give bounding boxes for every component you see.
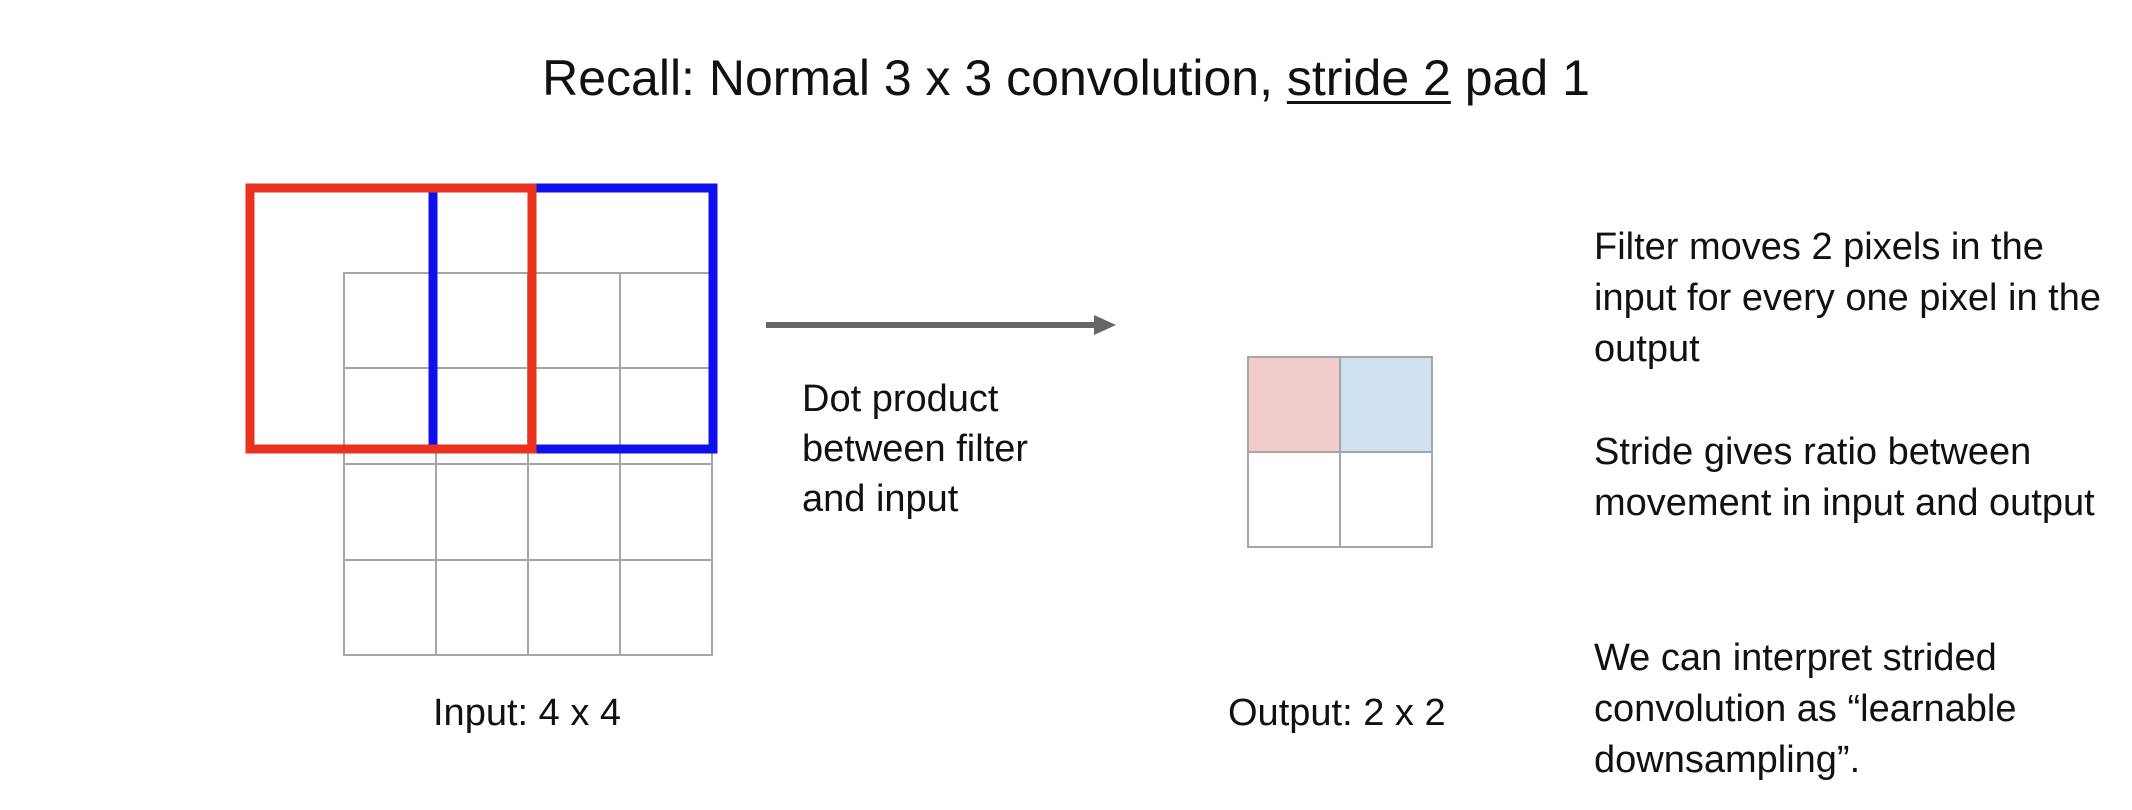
note-stride-ratio: Stride gives ratio between movement in i… [1594,431,2095,524]
filter-position-1 [245,183,537,454]
slide-title: Recall: Normal 3 x 3 convolution, stride… [0,46,2132,110]
arrow-head [1094,315,1116,335]
filter-position-2 [428,183,718,454]
output-label: Output: 2 x 2 [1228,692,1446,734]
title-underlined: stride 2 [1286,50,1451,106]
title-suffix: pad 1 [1450,50,1590,106]
output-cell-2 [1340,357,1432,452]
input-label: Input: 4 x 4 [433,692,622,734]
arrow [766,315,1116,335]
output-grid-lines [1247,356,1433,548]
output-grid [1247,356,1433,548]
note-learnable-downsampling: We can interpret strided convolution as … [1594,637,2017,781]
output-cell-1 [1248,357,1340,452]
arrow-caption: Dot product between filter and input [802,378,1029,520]
note-stride-movement: Filter moves 2 pixels in the input for e… [1594,226,2101,370]
title-prefix: Recall: Normal 3 x 3 convolution, [542,50,1287,106]
